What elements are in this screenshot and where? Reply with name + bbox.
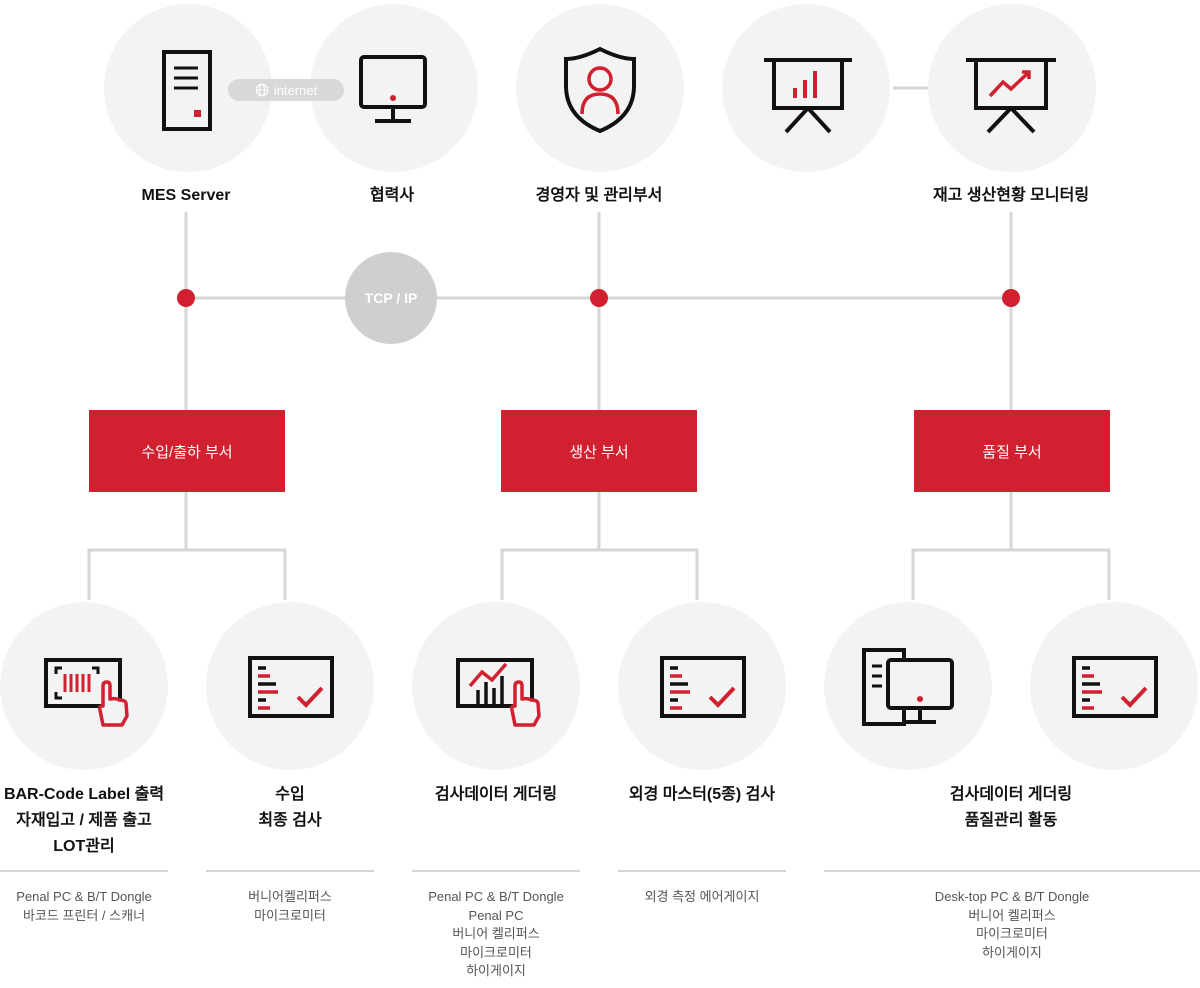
chart-touch-icon: [456, 658, 541, 727]
receiving-department-label: 수입/출하 부서: [141, 443, 233, 461]
incoming-inspection-station: [206, 602, 374, 770]
globe-icon: [255, 83, 269, 97]
gathering-equipment: Penal PC & B/T Dongle Penal PC 버니어 켈리퍼스 …: [428, 889, 564, 978]
visual-master-label: 외경 마스터(5종) 검사: [628, 786, 776, 803]
server-icon: [162, 50, 212, 131]
separator-master: [618, 870, 786, 872]
quality-equipment: Desk-top PC & B/T Dongle 버니어 켈리퍼스 마이크로미터…: [934, 889, 1090, 960]
management-node: [516, 4, 684, 172]
partner-node: [310, 4, 478, 172]
production-department-label: 생산 부서: [569, 443, 629, 461]
quality-desktop-station: [824, 602, 992, 770]
checklist-icon: [660, 656, 746, 718]
monitoring-node-line: [928, 4, 1096, 172]
master-equipment: 외경 측정 에어게이지: [644, 889, 760, 904]
visual-master-station: [618, 602, 786, 770]
checklist-icon: [1072, 656, 1158, 718]
desktop-document-icon: [862, 648, 954, 726]
quality-department-box: 품질 부서: [914, 410, 1110, 492]
tcp-ip-label: TCP / IP: [364, 290, 418, 306]
line-chart-board-icon: [966, 58, 1056, 134]
separator-quality: [824, 870, 1200, 872]
mes-server-label: MES Server: [141, 187, 231, 204]
barcode-equipment: Penal PC & B/T Dongle 바코드 프린터 / 스캐너: [16, 889, 152, 923]
management-label: 경영자 및 관리부서: [535, 187, 663, 204]
checklist-icon: [248, 656, 334, 718]
network-junction-management: [590, 289, 608, 307]
monitor-icon: [359, 55, 427, 123]
quality-activity-label: 검사데이터 게더링 품질관리 활동: [949, 786, 1073, 829]
barcode-station: [0, 602, 168, 770]
internet-label: internet: [273, 82, 318, 98]
partner-label: 협력사: [369, 187, 415, 204]
incoming-equipment: 버니어켈리퍼스 마이크로미터: [248, 889, 332, 923]
quality-check-station: [1030, 602, 1198, 770]
bar-chart-board-icon: [764, 58, 852, 134]
monitoring-label: 재고 생산현황 모니터링: [932, 187, 1090, 204]
data-gathering-label: 검사데이터 게더링: [434, 786, 558, 803]
internet-badge: internet: [228, 79, 344, 101]
barcode-scan-icon: [44, 658, 129, 727]
receiving-department-box: 수입/출하 부서: [89, 410, 285, 492]
network-junction-monitoring: [1002, 289, 1020, 307]
separator-incoming: [206, 870, 374, 872]
quality-department-label: 품질 부서: [982, 443, 1042, 461]
tcp-ip-hub: TCP / IP: [345, 252, 437, 344]
network-junction-mes: [177, 289, 195, 307]
separator-barcode: [0, 870, 168, 872]
separator-gathering: [412, 870, 580, 872]
shield-user-icon: [564, 46, 636, 134]
monitoring-node-bar: [722, 4, 890, 172]
production-department-box: 생산 부서: [501, 410, 697, 492]
incoming-inspection-label: 수입 최종 검사: [258, 786, 322, 829]
data-gathering-station: [412, 602, 580, 770]
barcode-station-label: BAR-Code Label 출력 자재입고 / 제품 출고 LOT관리: [3, 786, 165, 855]
